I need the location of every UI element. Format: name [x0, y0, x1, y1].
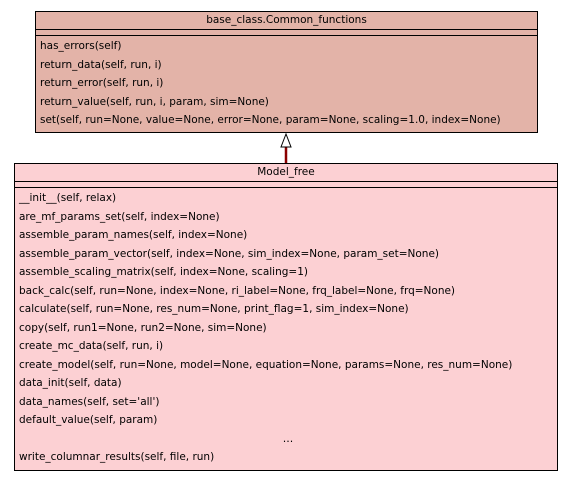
base-class-operation: set(self, run=None, value=None, error=No…	[40, 114, 501, 126]
base-class-box: base_class.Common_functions has_errors(s…	[35, 11, 538, 133]
model-free-operation: create_model(self, run=None, model=None,…	[19, 358, 513, 371]
base-class-attributes	[36, 30, 537, 36]
base-class-operation: return_data(self, run, i)	[40, 58, 162, 71]
model-free-operations: __init__(self, relax) are_mf_params_set(…	[15, 188, 557, 467]
base-class-operations: has_errors(self) return_data(self, run, …	[36, 36, 537, 130]
model-free-class-name: Model_free	[15, 164, 557, 182]
model-free-operation: assemble_scaling_matrix(self, index=None…	[19, 266, 308, 278]
model-free-operation: assemble_param_names(self, index=None)	[19, 229, 248, 241]
model-free-ellipsis: …	[282, 432, 294, 445]
model-free-operation: default_value(self, param)	[19, 414, 158, 426]
model-free-operation: data_init(self, data)	[19, 377, 122, 389]
model-free-attributes	[15, 182, 557, 188]
model-free-operation: data_names(self, set='all')	[19, 395, 160, 408]
model-free-operation: calculate(self, run=None, res_num=None, …	[19, 303, 409, 315]
model-free-operation: are_mf_params_set(self, index=None)	[19, 210, 220, 223]
base-class-operation: return_value(self, run, i, param, sim=No…	[40, 95, 269, 108]
model-free-operation: copy(self, run1=None, run2=None, sim=Non…	[19, 321, 267, 334]
model-free-class-box: Model_free __init__(self, relax) are_mf_…	[14, 163, 558, 471]
model-free-operation: create_mc_data(self, run, i)	[19, 340, 164, 352]
model-free-operation: assemble_param_vector(self, index=None, …	[19, 247, 440, 260]
model-free-operation: write_columnar_results(self, file, run)	[19, 451, 215, 463]
model-free-operation: back_calc(self, run=None, index=None, ri…	[19, 284, 456, 297]
base-class-name: base_class.Common_functions	[36, 12, 537, 30]
base-class-operation: return_error(self, run, i)	[40, 77, 164, 89]
inheritance-arrowhead	[280, 132, 292, 148]
base-class-operation: has_errors(self)	[40, 40, 122, 52]
model-free-operation: __init__(self, relax)	[19, 192, 117, 204]
